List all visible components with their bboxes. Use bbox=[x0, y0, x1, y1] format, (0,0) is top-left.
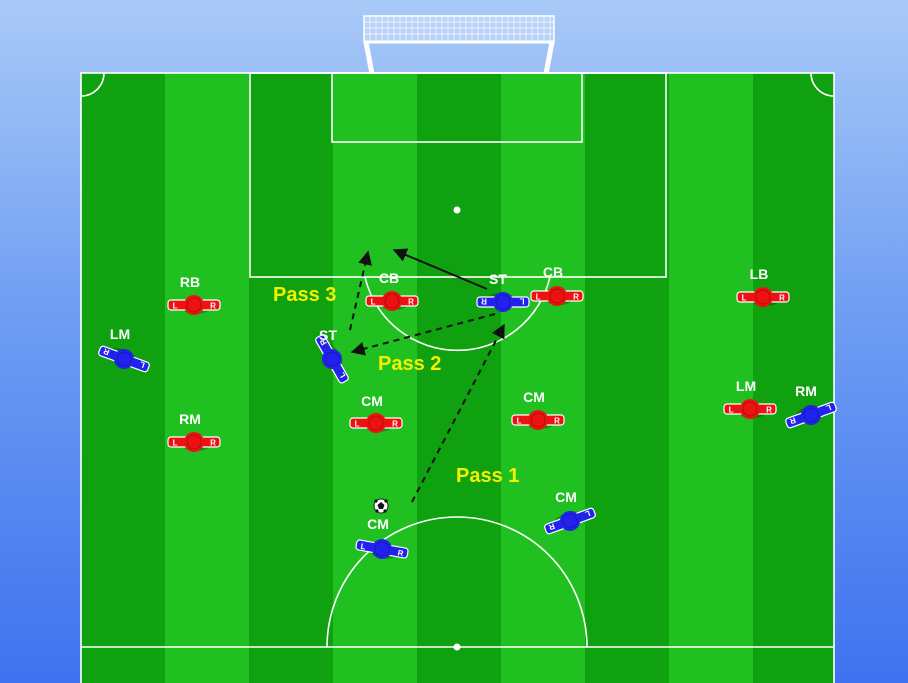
player-label: LB bbox=[750, 266, 769, 282]
pitch-stripe bbox=[669, 73, 753, 683]
arm-letter-right: R bbox=[397, 548, 404, 558]
pitch-stripe bbox=[501, 73, 585, 683]
pitch-stripe bbox=[249, 73, 333, 683]
player-label: CM bbox=[523, 389, 545, 405]
pitch-stripe bbox=[837, 73, 908, 683]
arm-letter-left: L bbox=[536, 293, 541, 302]
goal-area bbox=[331, 72, 583, 143]
arm-letter-left: L bbox=[584, 508, 592, 518]
player-blue-lm: LR bbox=[98, 345, 150, 373]
player-label: LM bbox=[736, 378, 756, 394]
corner-arc-right bbox=[810, 72, 835, 97]
arm-letter-right: R bbox=[210, 302, 216, 311]
penalty-spot bbox=[453, 206, 461, 214]
arm-letter-left: L bbox=[519, 297, 524, 306]
player-label: CM bbox=[555, 489, 577, 505]
pitch-stripe bbox=[417, 73, 501, 683]
arm-letter-right: R bbox=[318, 337, 329, 347]
player-blue-st-right: LR bbox=[476, 292, 530, 312]
striker-run-arrow bbox=[392, 248, 488, 290]
pitch-stripe bbox=[165, 73, 249, 683]
arm-letter-left: L bbox=[360, 542, 366, 552]
arm-letter-left: L bbox=[517, 417, 522, 426]
player-label: CM bbox=[367, 516, 389, 532]
arm-letter-right: R bbox=[573, 293, 579, 302]
pass-1-arrow bbox=[411, 323, 505, 503]
player-blue-cm-left: LR bbox=[355, 539, 409, 559]
player-blue-cm-right: LR bbox=[544, 507, 596, 535]
arm-letter-right: R bbox=[554, 417, 560, 426]
arm-letter-right: R bbox=[788, 415, 797, 426]
arm-letter-left: L bbox=[337, 370, 347, 379]
player-label: RM bbox=[795, 383, 817, 399]
arm-letter-left: L bbox=[742, 294, 747, 303]
goal-net-icon bbox=[363, 15, 555, 75]
pitch-stripe bbox=[585, 73, 669, 683]
centre-circle bbox=[326, 516, 588, 648]
player-label: CB bbox=[379, 270, 399, 286]
pitch-markings bbox=[80, 72, 835, 683]
player-label: LM bbox=[110, 326, 130, 342]
player-label: RB bbox=[180, 274, 200, 290]
arm-letter-left: L bbox=[138, 359, 146, 369]
player-blue-st-left: LR bbox=[315, 334, 349, 384]
pass-3-arrow bbox=[349, 250, 372, 331]
centre-spot bbox=[453, 643, 461, 651]
pitch-stripe bbox=[753, 73, 834, 683]
arm-letter-right: R bbox=[392, 420, 398, 429]
arm-letter-left: L bbox=[825, 402, 833, 412]
soccer-ball-icon bbox=[373, 498, 389, 514]
player-blue-rm: LR bbox=[785, 401, 837, 429]
corner-arc-left bbox=[80, 72, 105, 97]
arm-letter-left: L bbox=[729, 406, 734, 415]
arm-letter-right: R bbox=[102, 346, 111, 357]
player-label: ST bbox=[489, 271, 507, 287]
arm-letter-left: L bbox=[173, 439, 178, 448]
arm-letter-left: L bbox=[371, 298, 376, 307]
pass-3-label: Pass 3 bbox=[273, 284, 336, 306]
arm-letter-left: L bbox=[173, 302, 178, 311]
arm-letter-right: R bbox=[547, 521, 556, 532]
arm-letter-right: R bbox=[481, 297, 487, 306]
player-label: RM bbox=[179, 411, 201, 427]
player-label: ST bbox=[319, 327, 337, 343]
arm-letter-left: L bbox=[355, 420, 360, 429]
arm-letter-right: R bbox=[766, 406, 772, 415]
arm-letter-right: R bbox=[779, 294, 785, 303]
pass-arrows bbox=[349, 248, 505, 503]
player-label: CM bbox=[361, 393, 383, 409]
pass-2-arrow bbox=[350, 313, 496, 356]
pitch-stripe bbox=[81, 73, 165, 683]
player-label: CB bbox=[543, 264, 563, 280]
pass-1-label: Pass 1 bbox=[456, 465, 519, 487]
penalty-arc bbox=[364, 276, 551, 352]
arm-letter-right: R bbox=[210, 439, 216, 448]
pitch-surface bbox=[81, 73, 908, 683]
pass-2-label: Pass 2 bbox=[378, 353, 441, 375]
arm-letter-right: R bbox=[408, 298, 414, 307]
